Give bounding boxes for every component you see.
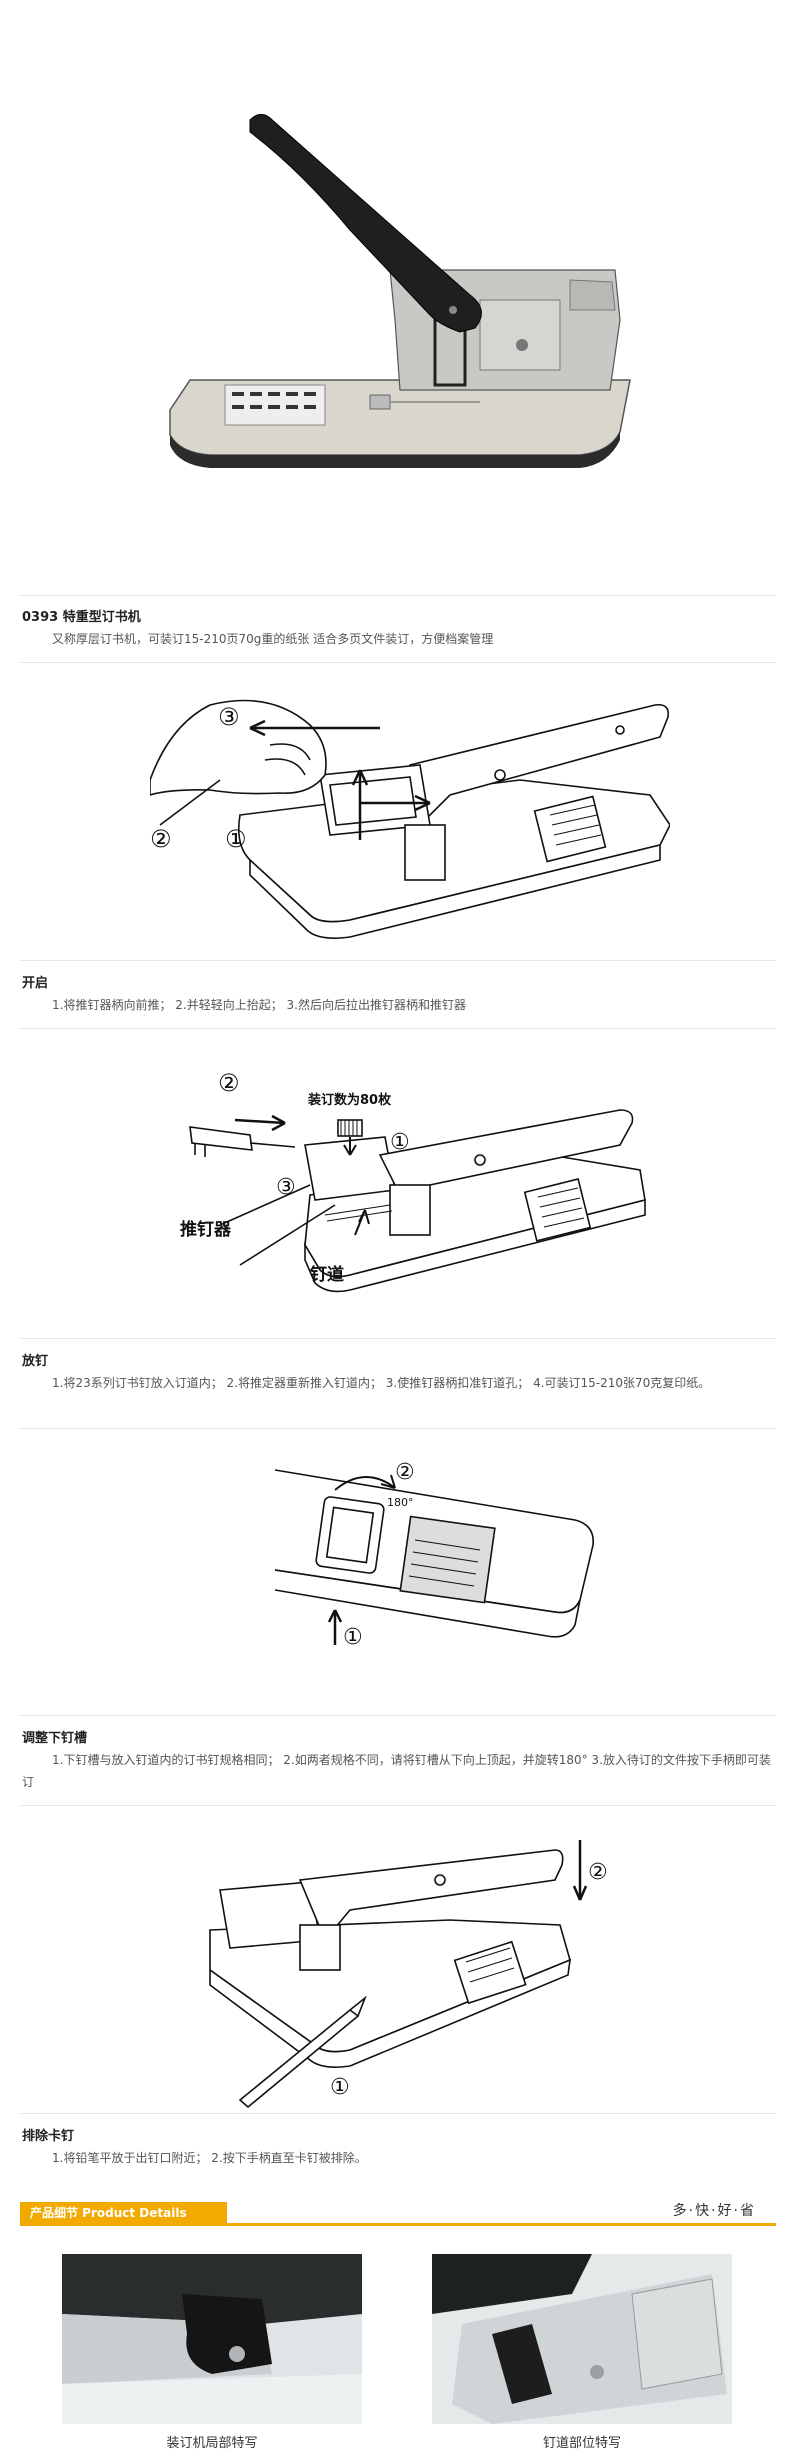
capacity-label: 装订数为80枚 [308, 1093, 392, 1108]
pusher-label: 推钉器 [180, 1220, 231, 1240]
open-title: 开启 [22, 976, 49, 991]
detail-photo-right [432, 2254, 732, 2424]
adjust-instructions: 1.下钉槽与放入钉道内的订书钉规格相同； 2.如两者规格不同，请将钉槽从下向上顶… [22, 1753, 771, 1789]
product-photo [150, 60, 640, 480]
banner-divider [20, 2223, 776, 2226]
step-1-label: ① [343, 1625, 363, 1650]
step-2-label: ② [150, 825, 172, 853]
detail-caption-right: 钉道部位特写 [542, 2436, 621, 2451]
illustration-load: ② 装订数为80枚 ① ③ 推钉器 钉道 [180, 1069, 650, 1305]
step-3-label: ③ [218, 703, 240, 731]
step-2-label: ② [395, 1460, 415, 1485]
step-2-label: ② [588, 1860, 608, 1885]
illustration-jam: ② ① [200, 1820, 620, 2110]
load-title: 放钉 [22, 1354, 49, 1369]
step-2-label: ② [218, 1069, 240, 1097]
load-instructions: 1.将23系列订书钉放入订道内； 2.将推定器重新推入钉道内； 3.使推钉器柄扣… [52, 1376, 711, 1390]
step-1-label: ① [390, 1130, 410, 1155]
step-3-label: ③ [276, 1175, 296, 1200]
staple-channel-label: 钉道 [310, 1265, 344, 1285]
adjust-title: 调整下钉槽 [22, 1731, 88, 1746]
step-1-label: ① [225, 825, 247, 853]
detail-photo-left [62, 2254, 362, 2424]
illustration-open: ③ ② ① [150, 685, 670, 945]
rotation-angle-label: 180° [387, 1496, 414, 1509]
product-details-tab: 产品细节 Product Details [20, 2202, 227, 2224]
jam-title: 排除卡钉 [22, 2129, 75, 2144]
banner-slogan: 多·快·好·省 [672, 2203, 756, 2219]
detail-caption-left: 装订机局部特写 [166, 2436, 258, 2451]
product-title: 0393 特重型订书机 [22, 610, 141, 625]
product-description: 又称厚层订书机，可装订15-210页70g重的纸张 适合多页文件装订，方便档案管… [52, 632, 494, 646]
jam-instructions: 1.将铅笔平放于出钉口附近； 2.按下手柄直至卡钉被排除。 [52, 2151, 367, 2165]
illustration-adjust: ② 180° ① [275, 1460, 595, 1660]
step-1-label: ① [330, 2075, 350, 2100]
product-details-banner: 产品细节 Product Details 多·快·好·省 [20, 2196, 776, 2230]
open-instructions: 1.将推钉器柄向前推； 2.并轻轻向上抬起； 3.然后向后拉出推钉器柄和推钉器 [52, 998, 466, 1012]
